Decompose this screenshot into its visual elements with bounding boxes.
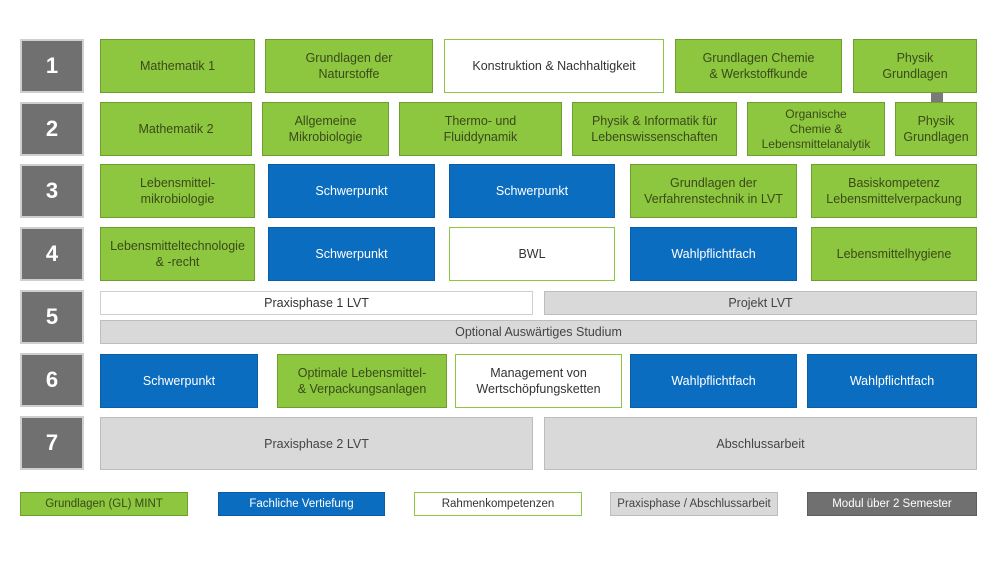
semester-number-4: 4 <box>20 227 84 281</box>
module-auswaertiges-studium: Optional Auswärtiges Studium <box>100 320 977 344</box>
module-physik-informatik: Physik & Informatik für Lebenswissenscha… <box>572 102 737 156</box>
module-schwerpunkt-s3b: Schwerpunkt <box>449 164 615 218</box>
module-management-wertschoepfungsketten: Management von Wertschöpfungsketten <box>455 354 622 408</box>
semester-number-3: 3 <box>20 164 84 218</box>
module-lebensmitteltechnologie-recht: Lebensmitteltechnologie & -recht <box>100 227 255 281</box>
legend-rahmenkompetenzen: Rahmenkompetenzen <box>414 492 582 516</box>
module-wahlpflichtfach-s6b: Wahlpflichtfach <box>807 354 977 408</box>
module-praxisphase-1: Praxisphase 1 LVT <box>100 291 533 315</box>
module-mathematik-2: Mathematik 2 <box>100 102 252 156</box>
module-praxisphase-2: Praxisphase 2 LVT <box>100 417 533 470</box>
module-allgemeine-mikrobiologie: Allgemeine Mikrobiologie <box>262 102 389 156</box>
module-lebensmittelhygiene: Lebensmittelhygiene <box>811 227 977 281</box>
module-abschlussarbeit: Abschlussarbeit <box>544 417 977 470</box>
module-bwl: BWL <box>449 227 615 281</box>
legend-modul-zwei-semester: Modul über 2 Semester <box>807 492 977 516</box>
module-projekt-lvt: Projekt LVT <box>544 291 977 315</box>
semester-number-5: 5 <box>20 290 84 344</box>
semester-number-7: 7 <box>20 416 84 470</box>
semester-number-2: 2 <box>20 102 84 156</box>
module-schwerpunkt-s4: Schwerpunkt <box>268 227 435 281</box>
module-schwerpunkt-s6: Schwerpunkt <box>100 354 258 408</box>
module-wahlpflichtfach-s4: Wahlpflichtfach <box>630 227 797 281</box>
module-verfahrenstechnik: Grundlagen der Verfahrenstechnik in LVT <box>630 164 797 218</box>
legend-grundlagen-mint: Grundlagen (GL) MINT <box>20 492 188 516</box>
module-thermo-fluiddynamik: Thermo- und Fluiddynamik <box>399 102 562 156</box>
module-physik-grundlagen-1: Physik Grundlagen <box>853 39 977 93</box>
module-lebensmittel-verpackungsanlagen: Optimale Lebensmittel- & Verpackungsanla… <box>277 354 447 408</box>
module-schwerpunkt-s3a: Schwerpunkt <box>268 164 435 218</box>
module-konstruktion-nachhaltigkeit: Konstruktion & Nachhaltigkeit <box>444 39 664 93</box>
module-chemie-werkstoffkunde: Grundlagen Chemie & Werkstoffkunde <box>675 39 842 93</box>
legend-fachliche-vertiefung: Fachliche Vertiefung <box>218 492 385 516</box>
module-wahlpflichtfach-s6a: Wahlpflichtfach <box>630 354 797 408</box>
semester-number-6: 6 <box>20 353 84 407</box>
semester-number-1: 1 <box>20 39 84 93</box>
module-lebensmittel-mikrobiologie: Lebensmittel- mikrobiologie <box>100 164 255 218</box>
module-physik-grundlagen-2: Physik Grundlagen <box>895 102 977 156</box>
module-mathematik-1: Mathematik 1 <box>100 39 255 93</box>
module-grundlagen-naturstoffe: Grundlagen der Naturstoffe <box>265 39 433 93</box>
module-organische-chemie: Organische Chemie & Lebensmittelanalytik <box>747 102 885 156</box>
legend-praxisphase-abschlussarbeit: Praxisphase / Abschlussarbeit <box>610 492 778 516</box>
module-lebensmittelverpackung: Basiskompetenz Lebensmittelverpackung <box>811 164 977 218</box>
two-semester-connector <box>931 93 943 102</box>
